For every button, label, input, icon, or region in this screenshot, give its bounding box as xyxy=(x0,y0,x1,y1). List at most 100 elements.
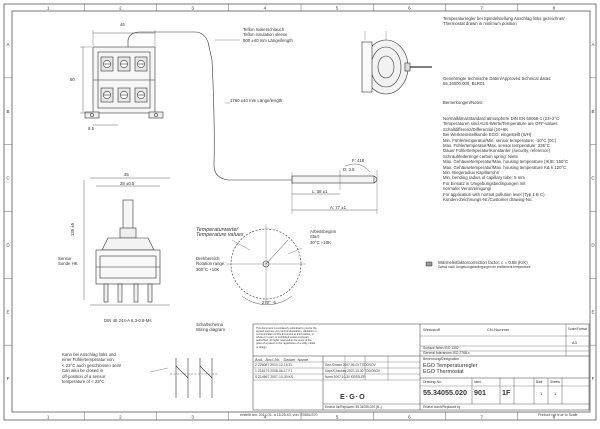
approval-row: Gepr./Checked 2007-10-30 TODOSOV xyxy=(325,369,381,373)
grid-row-label: C xyxy=(591,176,595,181)
remark-line: Min. Biegeradius Kapillarrohr/ xyxy=(443,170,500,176)
remark-line: Dauer Fühlertemperatur/Konstanter (secur… xyxy=(443,148,550,154)
wiring-diagram xyxy=(149,358,218,398)
remark-line: Temperaturen sind AUS-Werte/Temperature … xyxy=(443,121,558,127)
revision-row: 1 Z16173 2008-06-17 FJ xyxy=(255,369,293,373)
teflon-label: Teflon Isolierschlauch Teflon insulation… xyxy=(243,27,293,43)
thermostat-front-view xyxy=(83,177,170,306)
correction-note: Wärmeleitfaktorcorrection factor: c = 0.… xyxy=(438,260,531,270)
remark-line: Max. Fühlertemperatur/Max. sensor temper… xyxy=(443,143,550,149)
scale-label: Scale/Format xyxy=(568,327,587,331)
terminal-pin xyxy=(117,283,123,303)
dim-height: 50 xyxy=(70,77,75,82)
remark-line: Schaltdifferenz/Differential (10+6K xyxy=(443,126,509,132)
dim-width: 46 xyxy=(120,22,125,27)
drawing-no-label: Drawing-No. xyxy=(423,380,442,384)
start-label: Arbeitsbeginn Start 30°C +10K xyxy=(310,229,337,245)
revision-row: 2 Z26087 2010-12-15 ZL xyxy=(255,363,293,367)
grid-row-label: E xyxy=(591,309,594,314)
remark-line: Min. bending radius of capillary tube: 5… xyxy=(443,175,525,181)
terminal-block-top-view xyxy=(80,30,164,126)
terminal-pin xyxy=(147,283,153,303)
designation-label: Benennung/Designation xyxy=(423,357,460,361)
sheets-value: 1 xyxy=(554,391,557,396)
ident-value: 901 xyxy=(474,388,486,397)
footer-right: Printout not true to Scale xyxy=(538,413,578,417)
outer-frame xyxy=(3,3,597,421)
grid-col-label: 4 xyxy=(264,415,267,420)
grid-row-label: F xyxy=(592,376,595,381)
letter-value: 1F xyxy=(502,388,511,397)
capillary-label: 1760 ±40 mm Länge/length xyxy=(230,98,283,103)
grid-row-label: F xyxy=(7,376,10,381)
terminal-pin xyxy=(133,283,139,303)
grid-row-label: E xyxy=(6,309,9,314)
scale-value: A3 xyxy=(572,340,577,345)
grid-col-label: 3 xyxy=(191,415,194,420)
correction-symbol xyxy=(425,261,433,267)
remark-line: For application with normal pollution le… xyxy=(443,191,545,197)
title-block xyxy=(252,323,590,411)
grid-row-label: C xyxy=(6,176,10,181)
approval-row: Gez./Drawn 2007-06-03 TODOSOV xyxy=(325,363,376,367)
remark-line: Schraubfederringe carbon spring: Niete xyxy=(443,153,519,159)
drawing-no: 55.34055.020 xyxy=(423,388,467,397)
surface-finish: Surface finish ISO 1302 xyxy=(423,346,459,350)
grid-col-label: 2 xyxy=(119,6,122,11)
thermostat-side-view xyxy=(361,31,432,95)
rotation-range: Drehbereich Rotation range: 300°C +10K xyxy=(196,256,226,272)
temperature-dial xyxy=(226,224,306,305)
dim-8: 8.5 xyxy=(88,126,94,131)
revision-row: 0 Z14567 2007-10-30 KS xyxy=(255,375,294,379)
remark-line: Min. Fühlertemperatur/Min. sensor temper… xyxy=(443,137,556,143)
ident-label: Ident xyxy=(474,380,482,384)
company-logo: E·G·O xyxy=(340,392,366,401)
angle-label: 270° -5 xyxy=(262,300,276,305)
header-note: Temperaturregler bei Spindelstellung Ans… xyxy=(443,16,565,27)
dim-135: 135 ±5 xyxy=(70,222,75,236)
grid-col-label: 5 xyxy=(336,6,339,11)
sheets-label: Sheets xyxy=(550,380,560,384)
terminal-pin xyxy=(103,283,109,303)
disclaimer: This document is exclusively submitted t… xyxy=(256,327,317,349)
sensor-label: Sensor Sonde HK xyxy=(58,256,78,267)
approved-data: Genehmigte technische Daten/Approved tec… xyxy=(443,76,552,87)
left-note: Kann bei Anschlag links und einer Fühler… xyxy=(62,352,122,385)
grid-row-label: D xyxy=(6,242,10,247)
grid-row-label: B xyxy=(6,109,9,114)
remark-line: Max. Gehäusetemperatur/Max. housing temp… xyxy=(443,164,567,170)
dim-35: 35 xyxy=(124,172,129,177)
remark-line: Bei Werkseinstellkunde EGO: eingestellt … xyxy=(443,132,532,138)
remark-line: Max. Gehäusetemperatur/Max. housing temp… xyxy=(443,159,569,165)
wiring-title: Schaltschema Wiring diagram xyxy=(196,322,225,333)
dim-a: A: 77 ±1 xyxy=(330,205,346,210)
grid-col-label: 7 xyxy=(480,415,483,420)
dim-d: D: 3.8 xyxy=(343,167,355,172)
rev-header: Änd. Änd.-Nr. Datum Name xyxy=(255,357,309,362)
grid-row-label: D xyxy=(591,242,595,247)
sheet-label: Blatt xyxy=(536,380,543,384)
replaces: Ersetzt für/Replaces: 55.34055.020 (B.-) xyxy=(325,405,383,409)
grid-row-label: B xyxy=(591,109,594,114)
remarks-list: Normalklima/Standard atmosphere DIN EN 6… xyxy=(443,116,568,203)
grid-col-label: 1 xyxy=(47,6,50,11)
remark-line: Für Einsatz in Umgebungsbedingungen mit xyxy=(443,180,526,186)
grid-col-label: 4 xyxy=(264,6,267,11)
grid-col-label: 3 xyxy=(191,6,194,11)
footer: erstellt am: 2011-01- a 15:25:43, von: E… xyxy=(240,413,318,417)
material-label: Werkstoff xyxy=(423,327,440,332)
grid-ticks xyxy=(4,4,596,420)
grid-col-label: 8 xyxy=(553,6,556,11)
remark-line: Kunden-Zeichnungs-Nr./Customer drawing-N… xyxy=(443,197,533,203)
grid-row-label: A xyxy=(6,42,9,47)
remarks-title: Bemerkungen/Notes: xyxy=(443,100,484,105)
grid-col-label: 5 xyxy=(336,415,339,420)
temperature-title: Temperaturwerte/ Temperature values xyxy=(196,227,244,239)
capillary-tube xyxy=(127,31,292,181)
cn-label: CN-Nummer xyxy=(487,327,510,332)
dim-28: 28 ±0.5 xyxy=(120,181,135,186)
grid-col-label: 6 xyxy=(408,6,411,11)
